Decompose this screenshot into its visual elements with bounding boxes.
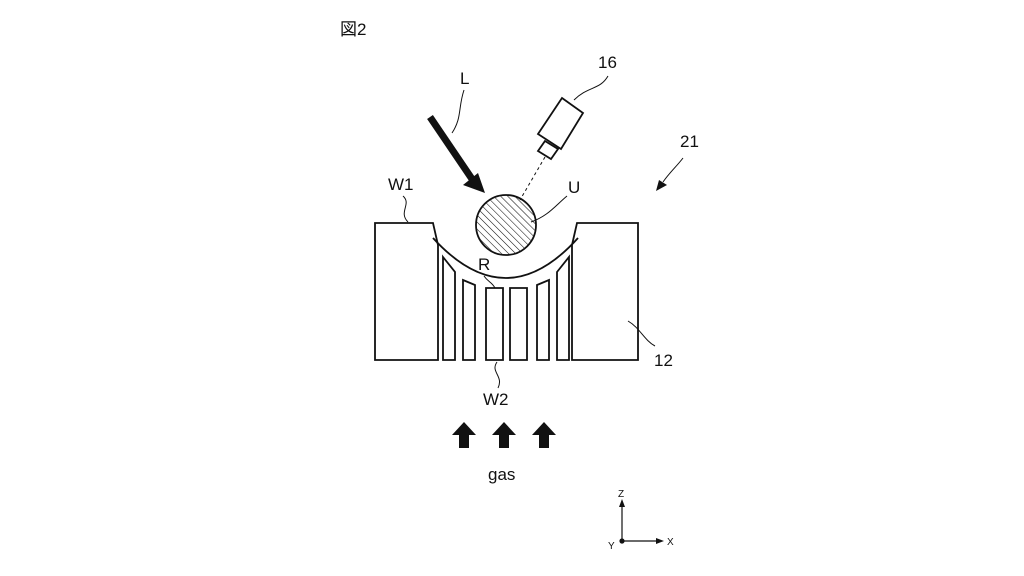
leader-camera — [573, 75, 609, 101]
label-stage: 12 — [654, 351, 673, 370]
gas-arrow-right — [532, 422, 556, 448]
label-wall-inner: W2 — [483, 390, 509, 409]
gas-arrows — [452, 422, 556, 448]
leader-stage — [627, 320, 656, 347]
label-camera: 16 — [598, 53, 617, 72]
particle-circle — [475, 194, 537, 256]
leader-apparatus — [662, 157, 684, 183]
figure-caption: 図2 — [340, 20, 366, 39]
leader-wall-inner — [494, 361, 500, 389]
label-apparatus: 21 — [680, 132, 699, 151]
gas-arrow-left — [452, 422, 476, 448]
coordinate-axes — [619, 499, 664, 544]
laser-arrow — [427, 115, 485, 193]
axis-label-z: Z — [618, 489, 624, 500]
gas-arrow-center — [492, 422, 516, 448]
label-wall-outer: W1 — [388, 175, 414, 194]
label-laser: L — [460, 69, 469, 88]
leader-wall-outer — [402, 195, 409, 223]
arrowhead-apparatus — [656, 180, 667, 191]
label-particle: U — [568, 178, 580, 197]
stage-structure — [374, 222, 639, 361]
label-surface: R — [478, 255, 490, 274]
camera — [519, 96, 585, 201]
label-gas: gas — [488, 465, 515, 484]
leader-surface — [483, 275, 496, 289]
axis-label-x: X — [667, 537, 674, 548]
axis-label-y: Y — [608, 541, 615, 552]
leader-laser — [451, 89, 465, 134]
leader-particle — [530, 195, 568, 223]
